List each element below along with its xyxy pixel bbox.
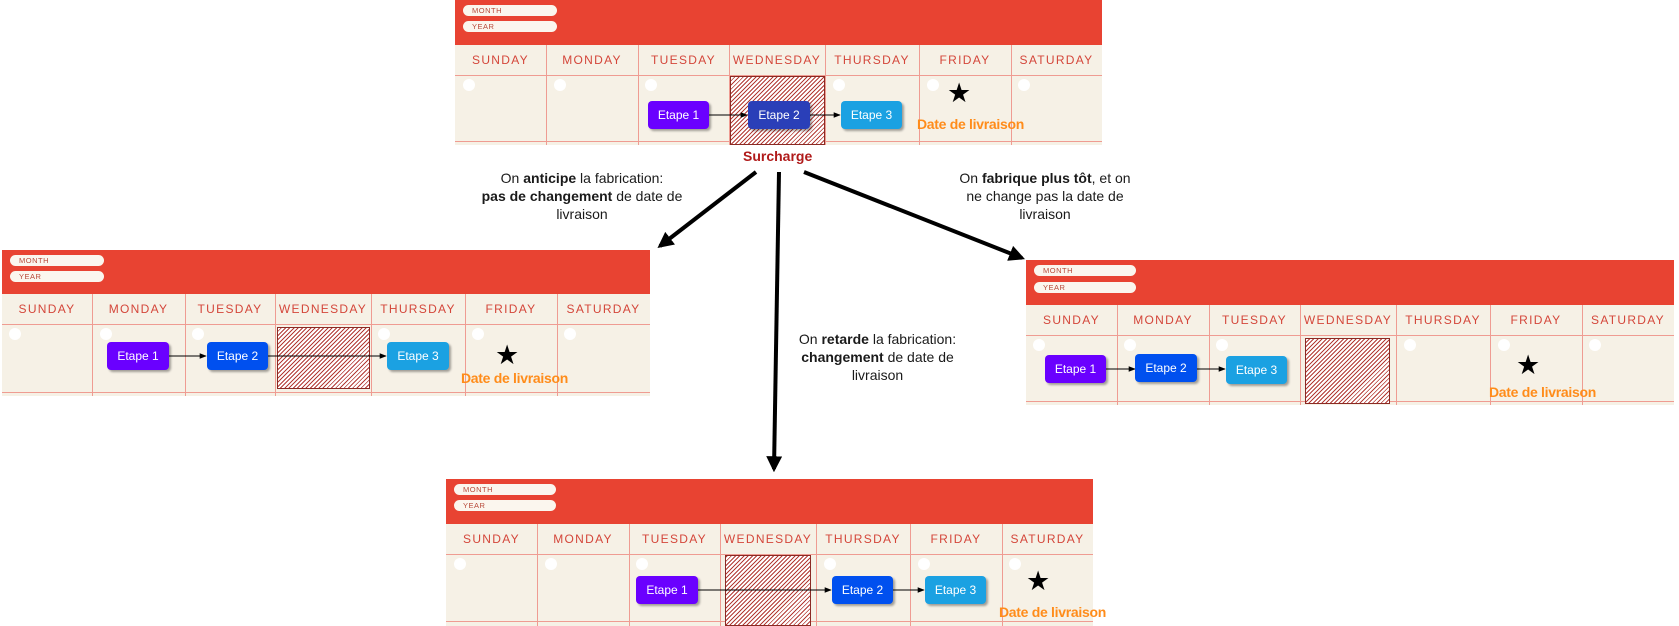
day-header-row: SUNDAY MONDAY TUESDAY WEDNESDAY THURSDAY…	[455, 45, 1102, 76]
scenario-earlier-text: On fabrique plus tôt, et on ne change pa…	[959, 170, 1131, 222]
calendar-header: MONTH YEAR	[455, 0, 1102, 45]
overload-cell	[1305, 338, 1390, 404]
step-2: Etape 2	[832, 576, 893, 604]
day-friday: FRIDAY	[930, 532, 982, 546]
day-saturday: SATURDAY	[1019, 53, 1094, 67]
day-wednesday: WEDNESDAY	[732, 53, 822, 67]
day-thursday: THURSDAY	[380, 302, 456, 316]
day-wednesday: WEDNESDAY	[1303, 313, 1393, 327]
delivery-date-label: Date de livraison	[917, 116, 1024, 132]
calendar-header: MONTH YEAR	[2, 250, 650, 294]
calendar-header: MONTH YEAR	[1026, 260, 1674, 305]
step-3: Etape 3	[1226, 356, 1287, 384]
scenario-delay-text: On retarde la fabrication: changement de…	[798, 331, 957, 383]
day-tuesday: TUESDAY	[1222, 313, 1287, 327]
day-thursday: THURSDAY	[834, 53, 910, 67]
month-field: MONTH	[1034, 265, 1136, 276]
day-friday: FRIDAY	[485, 302, 537, 316]
year-field: YEAR	[10, 271, 104, 282]
scenario-arrow-right	[803, 170, 1025, 261]
scenario-anticipate-text: On anticipe la fabrication: pas de chang…	[481, 170, 683, 222]
step-2: Etape 2	[1135, 354, 1197, 382]
star-icon: ★	[495, 340, 520, 370]
year-field: YEAR	[454, 500, 556, 511]
month-field: MONTH	[463, 5, 557, 16]
overload-cell	[277, 327, 370, 389]
delivery-date-label: Date de livraison	[461, 370, 568, 386]
day-sunday: SUNDAY	[1043, 313, 1100, 327]
day-monday: MONDAY	[108, 302, 169, 316]
step-1: Etape 1	[107, 342, 169, 370]
star-icon: ★	[947, 78, 972, 108]
day-saturday: SATURDAY	[566, 302, 641, 316]
step-1: Etape 1	[636, 576, 698, 604]
year-field: YEAR	[1034, 282, 1136, 293]
step-1: Etape 1	[1045, 355, 1106, 383]
calendar-header: MONTH YEAR	[446, 479, 1093, 524]
star-icon: ★	[1026, 566, 1051, 596]
overload-label: Surcharge	[743, 148, 813, 164]
calendar-anticipate: MONTH YEAR SUNDAY MONDAY TUESDAY WEDNESD…	[2, 250, 650, 396]
calendar-earlier: MONTH YEAR SUNDAY MONDAY TUESDAY WEDNESD…	[1026, 260, 1674, 405]
day-friday: FRIDAY	[1510, 313, 1562, 327]
step-3: Etape 3	[841, 101, 902, 129]
scenario-arrow-down	[766, 171, 783, 473]
day-wednesday: WEDNESDAY	[723, 532, 813, 546]
day-saturday: SATURDAY	[1591, 313, 1665, 327]
month-field: MONTH	[454, 484, 556, 495]
day-tuesday: TUESDAY	[642, 532, 707, 546]
day-saturday: SATURDAY	[1010, 532, 1085, 546]
day-sunday: SUNDAY	[463, 532, 520, 546]
day-monday: MONDAY	[562, 53, 622, 67]
year-field: YEAR	[463, 21, 557, 32]
step-2: Etape 2	[748, 101, 810, 129]
day-friday: FRIDAY	[939, 53, 991, 67]
day-sunday: SUNDAY	[18, 302, 76, 316]
day-thursday: THURSDAY	[825, 532, 901, 546]
step-3: Etape 3	[387, 342, 449, 370]
delivery-date-label: Date de livraison	[1489, 384, 1596, 400]
delivery-date-label: Date de livraison	[999, 604, 1106, 620]
day-thursday: THURSDAY	[1405, 313, 1481, 327]
step-1: Etape 1	[648, 101, 709, 129]
day-sunday: SUNDAY	[472, 53, 529, 67]
day-monday: MONDAY	[553, 532, 613, 546]
calendar-original: MONTH YEAR SUNDAY MONDAY TUESDAY WEDNESD…	[455, 0, 1102, 145]
day-header-row: SUNDAY MONDAY TUESDAY WEDNESDAY THURSDAY…	[1026, 305, 1674, 336]
day-header-row: SUNDAY MONDAY TUESDAY WEDNESDAY THURSDAY…	[446, 524, 1093, 555]
month-field: MONTH	[10, 255, 104, 266]
day-header-row: SUNDAY MONDAY TUESDAY WEDNESDAY THURSDAY…	[2, 294, 650, 325]
step-2: Etape 2	[207, 342, 268, 370]
star-icon: ★	[1516, 350, 1541, 380]
scenario-arrow-left	[657, 170, 758, 248]
day-tuesday: TUESDAY	[651, 53, 716, 67]
step-3: Etape 3	[925, 576, 986, 604]
day-wednesday: WEDNESDAY	[278, 302, 368, 316]
day-monday: MONDAY	[1133, 313, 1193, 327]
day-tuesday: TUESDAY	[197, 302, 263, 316]
